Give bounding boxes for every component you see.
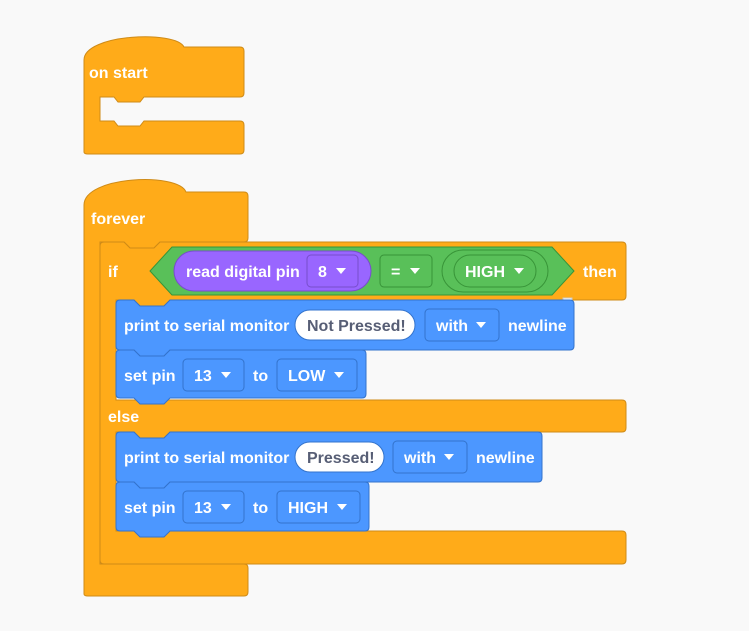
on-start-block[interactable]: on start xyxy=(83,36,245,155)
else-label: else xyxy=(108,409,139,426)
message-input-value: Pressed! xyxy=(307,450,375,467)
equals-comparison-block[interactable]: read digital pin 8 = HIGH xyxy=(149,246,575,296)
set-pin-block-else[interactable]: set pin 13 to HIGH xyxy=(115,481,370,538)
chevron-down-icon xyxy=(337,504,347,510)
print-label: print to serial monitor xyxy=(124,450,289,467)
if-else-block[interactable]: if then else read digital pin 8 = xyxy=(99,241,627,565)
on-start-label: on start xyxy=(89,65,148,82)
chevron-down-icon xyxy=(221,372,231,378)
message-input[interactable]: Pressed! xyxy=(294,441,385,473)
read-digital-pin-label: read digital pin xyxy=(186,264,300,281)
operator-dropdown[interactable]: = xyxy=(379,254,433,288)
message-input-value: Not Pressed! xyxy=(307,318,406,335)
if-label: if xyxy=(108,264,118,281)
logic-value-reporter[interactable]: HIGH xyxy=(441,249,549,293)
chevron-down-icon xyxy=(221,504,231,510)
pin-state-dropdown[interactable]: LOW xyxy=(276,358,358,392)
chevron-down-icon xyxy=(410,268,420,274)
to-label: to xyxy=(253,500,268,517)
print-label: print to serial monitor xyxy=(124,318,289,335)
operator-dropdown-value: = xyxy=(391,264,400,281)
chevron-down-icon xyxy=(334,372,344,378)
newline-mode-dropdown[interactable]: with xyxy=(392,440,468,474)
chevron-down-icon xyxy=(514,268,524,274)
chevron-down-icon xyxy=(476,322,486,328)
set-pin-label: set pin xyxy=(124,500,176,517)
pin-number-value: 13 xyxy=(194,368,212,385)
pin-state-value: LOW xyxy=(288,368,326,385)
newline-label: newline xyxy=(508,318,567,335)
set-pin-label: set pin xyxy=(124,368,176,385)
forever-label: forever xyxy=(91,211,145,228)
to-label: to xyxy=(253,368,268,385)
print-serial-block-then[interactable]: print to serial monitor Not Pressed! wit… xyxy=(115,299,575,357)
newline-label: newline xyxy=(476,450,535,467)
pin-state-dropdown[interactable]: HIGH xyxy=(276,490,361,524)
chevron-down-icon xyxy=(444,454,454,460)
newline-mode-value: with xyxy=(403,450,436,467)
pin-number-dropdown[interactable]: 13 xyxy=(182,358,245,392)
pin-dropdown-value: 8 xyxy=(318,264,327,281)
message-input[interactable]: Not Pressed! xyxy=(294,309,416,341)
newline-mode-value: with xyxy=(435,318,468,335)
chevron-down-icon xyxy=(336,268,346,274)
pin-number-value: 13 xyxy=(194,500,212,517)
pin-state-value: HIGH xyxy=(288,500,328,517)
newline-mode-dropdown[interactable]: with xyxy=(424,308,500,342)
then-label: then xyxy=(583,264,617,281)
logic-value-label: HIGH xyxy=(465,264,505,281)
pin-dropdown[interactable]: 8 xyxy=(306,254,359,288)
print-serial-block-else[interactable]: print to serial monitor Pressed! with ne… xyxy=(115,431,543,489)
pin-number-dropdown[interactable]: 13 xyxy=(182,490,245,524)
read-digital-pin-reporter[interactable]: read digital pin 8 xyxy=(173,250,372,292)
set-pin-block-then[interactable]: set pin 13 to LOW xyxy=(115,349,367,405)
